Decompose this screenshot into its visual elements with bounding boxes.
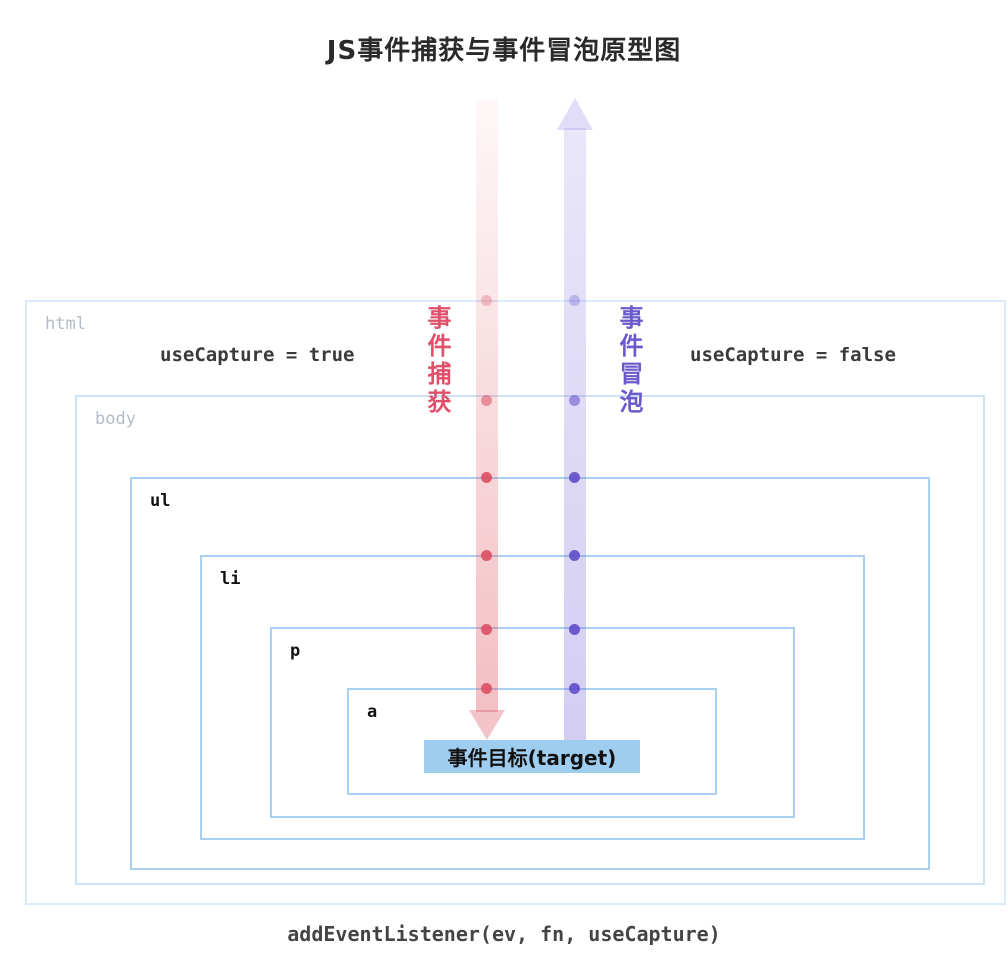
dom-box-p: p [270, 627, 795, 818]
diagram-title: JS事件捕获与事件冒泡原型图 [326, 36, 682, 66]
capture-dot-body [481, 395, 492, 406]
bubble-phase-label: 事件冒泡 [615, 305, 643, 417]
capture-dot-ul [481, 472, 492, 483]
capture-phase-label: 事件捕获 [423, 305, 451, 417]
bubble-dot-ul [569, 472, 580, 483]
dom-box-ul: ul [130, 477, 930, 870]
bubble-arrow-body [564, 128, 586, 742]
dom-box-a: a [347, 688, 717, 795]
dom-box-body-label: body [95, 409, 136, 429]
dom-box-li-label: li [220, 569, 241, 589]
capture-dot-p [481, 624, 492, 635]
dom-box-a-label: a [367, 702, 378, 722]
dom-box-p-label: p [290, 641, 301, 661]
dom-box-body: body [75, 395, 985, 885]
capture-arrow-head-icon [469, 710, 505, 740]
capture-arrow-body [476, 100, 498, 712]
dom-box-ul-label: ul [150, 491, 171, 511]
use-capture-true-label: useCapture = true [160, 344, 355, 366]
bubble-dot-a [569, 683, 580, 694]
dom-box-html: html [25, 300, 1006, 905]
event-target-box: 事件目标(target) [424, 740, 640, 773]
dom-box-html-label: html [45, 314, 86, 334]
bubble-dot-p [569, 624, 580, 635]
add-event-listener-signature: addEventListener(ev, fn, useCapture) [287, 922, 721, 946]
use-capture-false-label: useCapture = false [690, 344, 896, 366]
capture-dot-li [481, 550, 492, 561]
bubble-dot-body [569, 395, 580, 406]
bubble-dot-html [569, 295, 580, 306]
bubble-arrow-head-icon [557, 98, 593, 130]
bubble-dot-li [569, 550, 580, 561]
capture-dot-a [481, 683, 492, 694]
dom-box-li: li [200, 555, 865, 840]
capture-dot-html [481, 295, 492, 306]
